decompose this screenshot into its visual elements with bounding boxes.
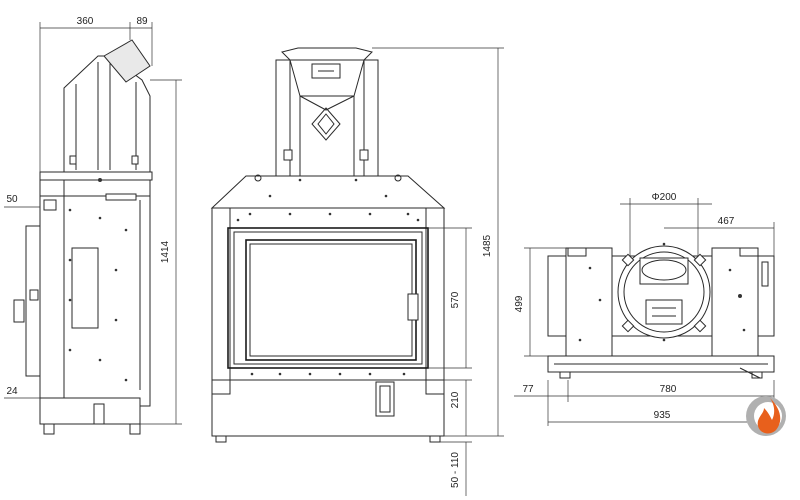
side-main-body <box>39 179 151 407</box>
front-foot-right <box>429 435 441 443</box>
side-flue-collar <box>103 39 151 83</box>
dim-top-flue-diameter: Φ200 <box>652 192 677 203</box>
dim-front-feet: 50 - 110 <box>450 452 461 488</box>
top-dimensions: Φ200 467 499 77 780 935 <box>514 192 775 426</box>
logo-flame <box>757 398 781 434</box>
top-left-block <box>565 247 613 357</box>
front-view <box>210 47 446 443</box>
dim-side-left: 50 <box>6 194 18 205</box>
dim-side-height: 1414 <box>160 240 171 263</box>
dim-top-total-width: 935 <box>654 410 671 421</box>
side-dimensions: 360 89 1414 50 24 <box>4 16 182 425</box>
dim-top-right: 467 <box>718 216 735 227</box>
dim-side-width: 360 <box>77 16 94 27</box>
front-door-handle <box>407 293 419 321</box>
top-right-block <box>711 247 759 357</box>
side-view <box>13 39 153 435</box>
dim-top-inner-width: 780 <box>660 384 677 395</box>
top-view <box>547 242 775 379</box>
front-flue-cap <box>281 47 373 61</box>
dim-front-base-height: 210 <box>450 391 461 408</box>
front-door-frame <box>227 227 429 369</box>
front-dimensions: 1485 570 210 50 - 110 <box>372 47 504 496</box>
dim-top-left-offset: 77 <box>522 384 534 395</box>
dim-top-depth: 499 <box>514 295 525 312</box>
side-foot-left <box>43 423 55 435</box>
front-top-hood <box>210 175 446 209</box>
flame-logo-icon <box>746 396 786 436</box>
dim-front-total-height: 1485 <box>482 234 493 257</box>
top-grate <box>645 299 683 325</box>
side-door-handle <box>13 299 25 323</box>
dim-side-bottom: 24 <box>6 386 18 397</box>
side-foot-right <box>129 423 141 435</box>
side-vent-panel <box>71 247 99 329</box>
front-foot-left <box>215 435 227 443</box>
front-ash-door <box>375 381 395 417</box>
front-base <box>211 379 445 437</box>
side-top-plate <box>39 171 153 181</box>
side-base <box>39 397 141 425</box>
side-door-frame <box>25 225 41 377</box>
dim-side-offset: 89 <box>136 16 148 27</box>
front-diamond-plate <box>311 107 341 141</box>
dim-front-glass-height: 570 <box>450 291 461 308</box>
